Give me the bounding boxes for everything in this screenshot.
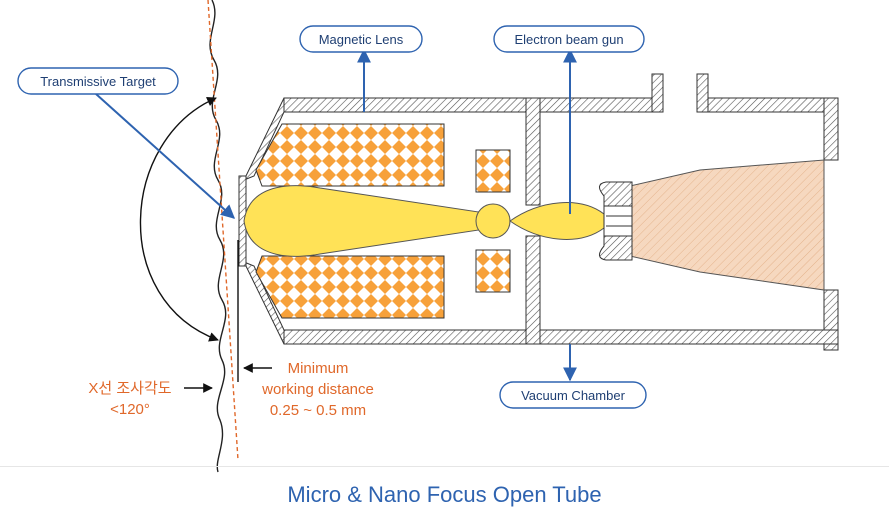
caption-divider	[0, 466, 889, 467]
lens-coil-bottom	[255, 255, 445, 319]
min-distance-line3: 0.25 ~ 0.5 mm	[270, 402, 366, 419]
vacuum-chamber-label: Vacuum Chamber	[499, 381, 647, 409]
aperture-coil-top	[475, 149, 511, 193]
tube-housing	[238, 73, 839, 351]
sample-wavy-edge	[209, 0, 227, 473]
emission-dashed-line	[207, 0, 239, 461]
xray-angle-line2: <120°	[110, 401, 150, 418]
magnetic-lens-label: Magnetic Lens	[299, 25, 423, 53]
lens-coil-top	[255, 123, 445, 187]
electron-beam	[243, 185, 605, 257]
electron-beam-gun-label: Electron beam gun	[493, 25, 645, 53]
target-callout-arrow	[95, 93, 236, 219]
vacuum-chamber-text: Vacuum Chamber	[521, 388, 625, 403]
xray-angle-line1: X선 조사각도	[88, 380, 171, 397]
electron-beam-gun-text: Electron beam gun	[514, 32, 623, 47]
emission-angle-arc	[139, 97, 219, 342]
min-distance-line2: working distance	[261, 381, 374, 398]
magnetic-lens-text: Magnetic Lens	[319, 32, 404, 47]
magnetic-lens	[255, 123, 511, 319]
min-distance-line1: Minimum	[288, 360, 349, 377]
aperture-coil-bottom	[475, 249, 511, 293]
transmissive-target-label: Transmissive Target	[17, 67, 179, 95]
figure-caption: Micro & Nano Focus Open Tube	[287, 482, 602, 507]
transmissive-target-text: Transmissive Target	[40, 74, 156, 89]
electron-gun	[599, 159, 825, 291]
